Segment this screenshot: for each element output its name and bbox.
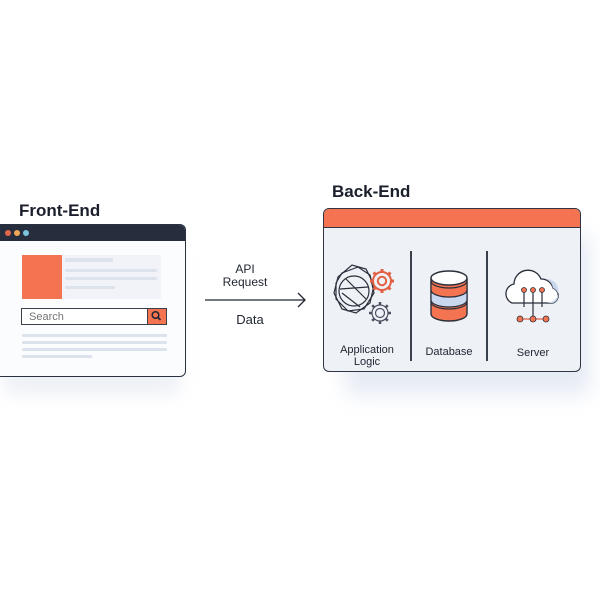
cloud-server-icon	[505, 269, 559, 323]
database-label: Database	[425, 346, 473, 358]
search-button[interactable]	[147, 308, 167, 325]
text-line	[65, 258, 113, 262]
text-line	[65, 286, 115, 289]
search-icon	[151, 310, 162, 321]
window-dot-red	[5, 230, 11, 236]
database-icon	[430, 270, 468, 322]
search-input[interactable]	[21, 308, 149, 325]
back-end-title: Back-End	[332, 182, 411, 201]
content-line	[22, 341, 167, 344]
arrow-right-icon	[205, 292, 306, 308]
front-end-browser-window	[0, 224, 186, 377]
api-label-line1: API	[235, 262, 255, 276]
divider	[486, 251, 488, 361]
back-end-window: Application Logic Database Server	[323, 208, 581, 372]
hero-text-block	[62, 255, 161, 299]
api-request-label: API Request	[210, 263, 280, 289]
browser-titlebar	[0, 225, 185, 241]
application-logic-label: Application Logic	[328, 344, 406, 368]
label-line1: Application	[340, 344, 394, 356]
content-line	[22, 348, 167, 351]
window-dot-blue	[23, 230, 29, 236]
front-end-title: Front-End	[19, 201, 101, 220]
text-line	[65, 277, 157, 280]
server-label: Server	[516, 347, 550, 359]
gears-icon	[333, 264, 394, 324]
content-line	[22, 334, 167, 337]
divider	[410, 251, 412, 361]
content-line	[22, 355, 92, 358]
text-line	[65, 269, 157, 272]
data-response-label: Data	[236, 312, 264, 327]
hero-image-placeholder	[22, 255, 62, 299]
back-end-titlebar	[324, 209, 580, 228]
label-line2: Logic	[353, 356, 381, 368]
window-dot-yellow	[14, 230, 20, 236]
api-label-line2: Request	[222, 275, 268, 289]
